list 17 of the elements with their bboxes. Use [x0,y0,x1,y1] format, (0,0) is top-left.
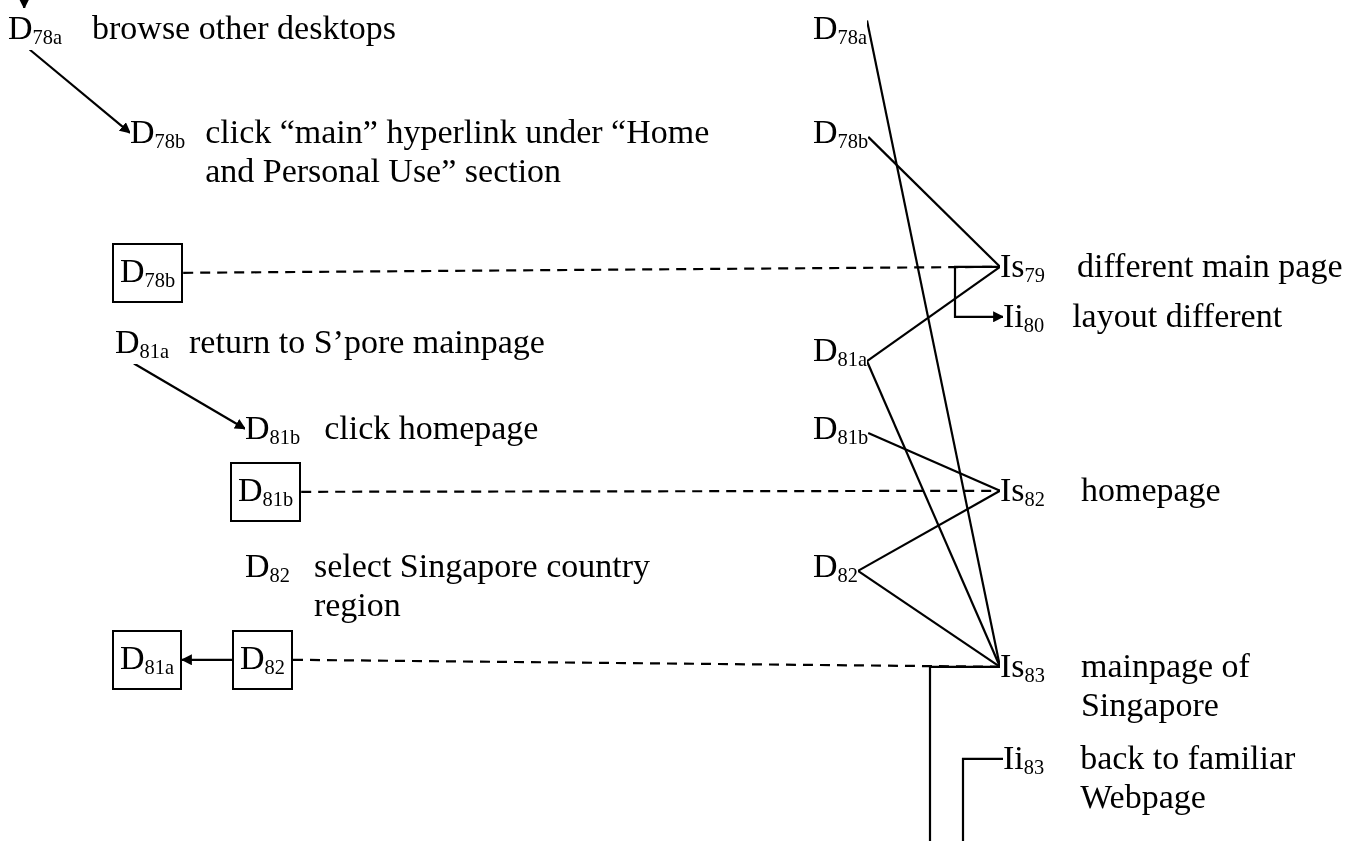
arrow [18,0,30,10]
connector-line [867,136,1001,268]
state-box: D$_{82}$ [232,630,293,690]
connector-line [867,431,1001,492]
step-label: D$_{78a}$ [8,8,62,50]
connector-line [928,665,1000,841]
connector-line [857,489,1001,572]
state-box: D$_{81b}$ [230,462,302,522]
state-box: D$_{81a}$ [112,630,182,690]
arrow [133,362,246,430]
connector-line [866,265,1001,363]
arrow [28,48,131,134]
connector-line [866,360,1001,668]
state-box: D$_{78b}$ [112,243,184,303]
connector-line [961,757,1003,841]
connector-line [857,570,1001,668]
arrow [953,265,1005,323]
